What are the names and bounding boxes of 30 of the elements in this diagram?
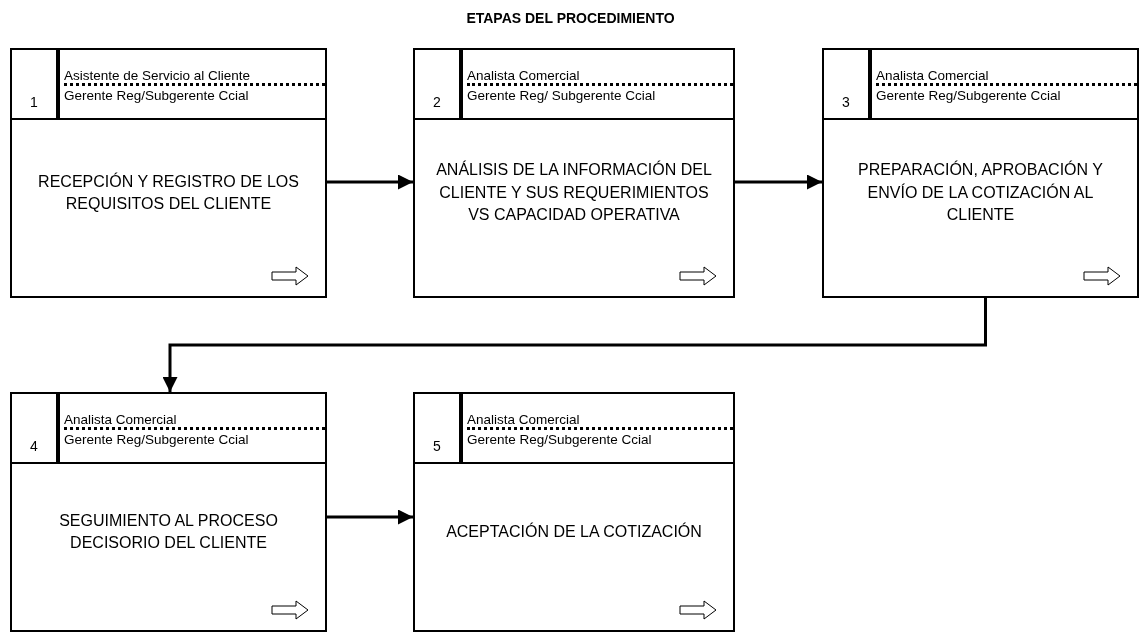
role-label: Analista Comercial — [467, 412, 580, 427]
process-box — [10, 392, 327, 632]
role-label: Gerente Reg/Subgerente Ccial — [64, 88, 249, 103]
role-label: Gerente Reg/Subgerente Ccial — [64, 432, 249, 447]
step-number: 5 — [433, 438, 441, 454]
arrow — [327, 509, 413, 525]
arrow — [735, 174, 822, 190]
arrow — [327, 174, 413, 190]
process-box — [822, 48, 1139, 298]
role-label: Analista Comercial — [876, 68, 989, 83]
step-description: RECEPCIÓN Y REGISTRO DE LOS REQUISITOS DEL CLIENTE — [37, 171, 300, 214]
step-number: 2 — [433, 94, 441, 110]
step-number: 1 — [30, 94, 38, 110]
step-description: PREPARACIÓN, APROBACIÓN Y ENVÍO DE LA COTIZACIÓN AL CLIENTE — [857, 159, 1104, 226]
role-label: Analista Comercial — [64, 412, 177, 427]
role-label: Gerente Reg/Subgerente Ccial — [467, 432, 652, 447]
step-number: 3 — [842, 94, 850, 110]
role-label: Asistente de Servicio al Cliente — [64, 68, 251, 83]
arrow — [162, 298, 987, 392]
role-label: Gerente Reg/Subgerente Ccial — [876, 88, 1061, 103]
step-number: 4 — [30, 438, 38, 454]
step-description: SEGUIMIENTO AL PROCESO DECISORIO DEL CLIENTE — [58, 510, 279, 553]
process-box — [413, 392, 735, 632]
step-description: ACEPTACIÓN DE LA COTIZACIÓN — [445, 521, 703, 542]
process-box — [10, 48, 327, 298]
process-box — [413, 48, 735, 298]
diagram-title: ETAPAS DEL PROCEDIMIENTO — [465, 10, 676, 26]
role-label: Gerente Reg/ Subgerente Ccial — [467, 88, 656, 103]
role-label: Analista Comercial — [467, 68, 580, 83]
step-description: ANÁLISIS DE LA INFORMACIÓN DEL CLIENTE Y SUS REQUERIMIENTOS VS CAPACIDAD OPERATIVA — [435, 159, 713, 226]
